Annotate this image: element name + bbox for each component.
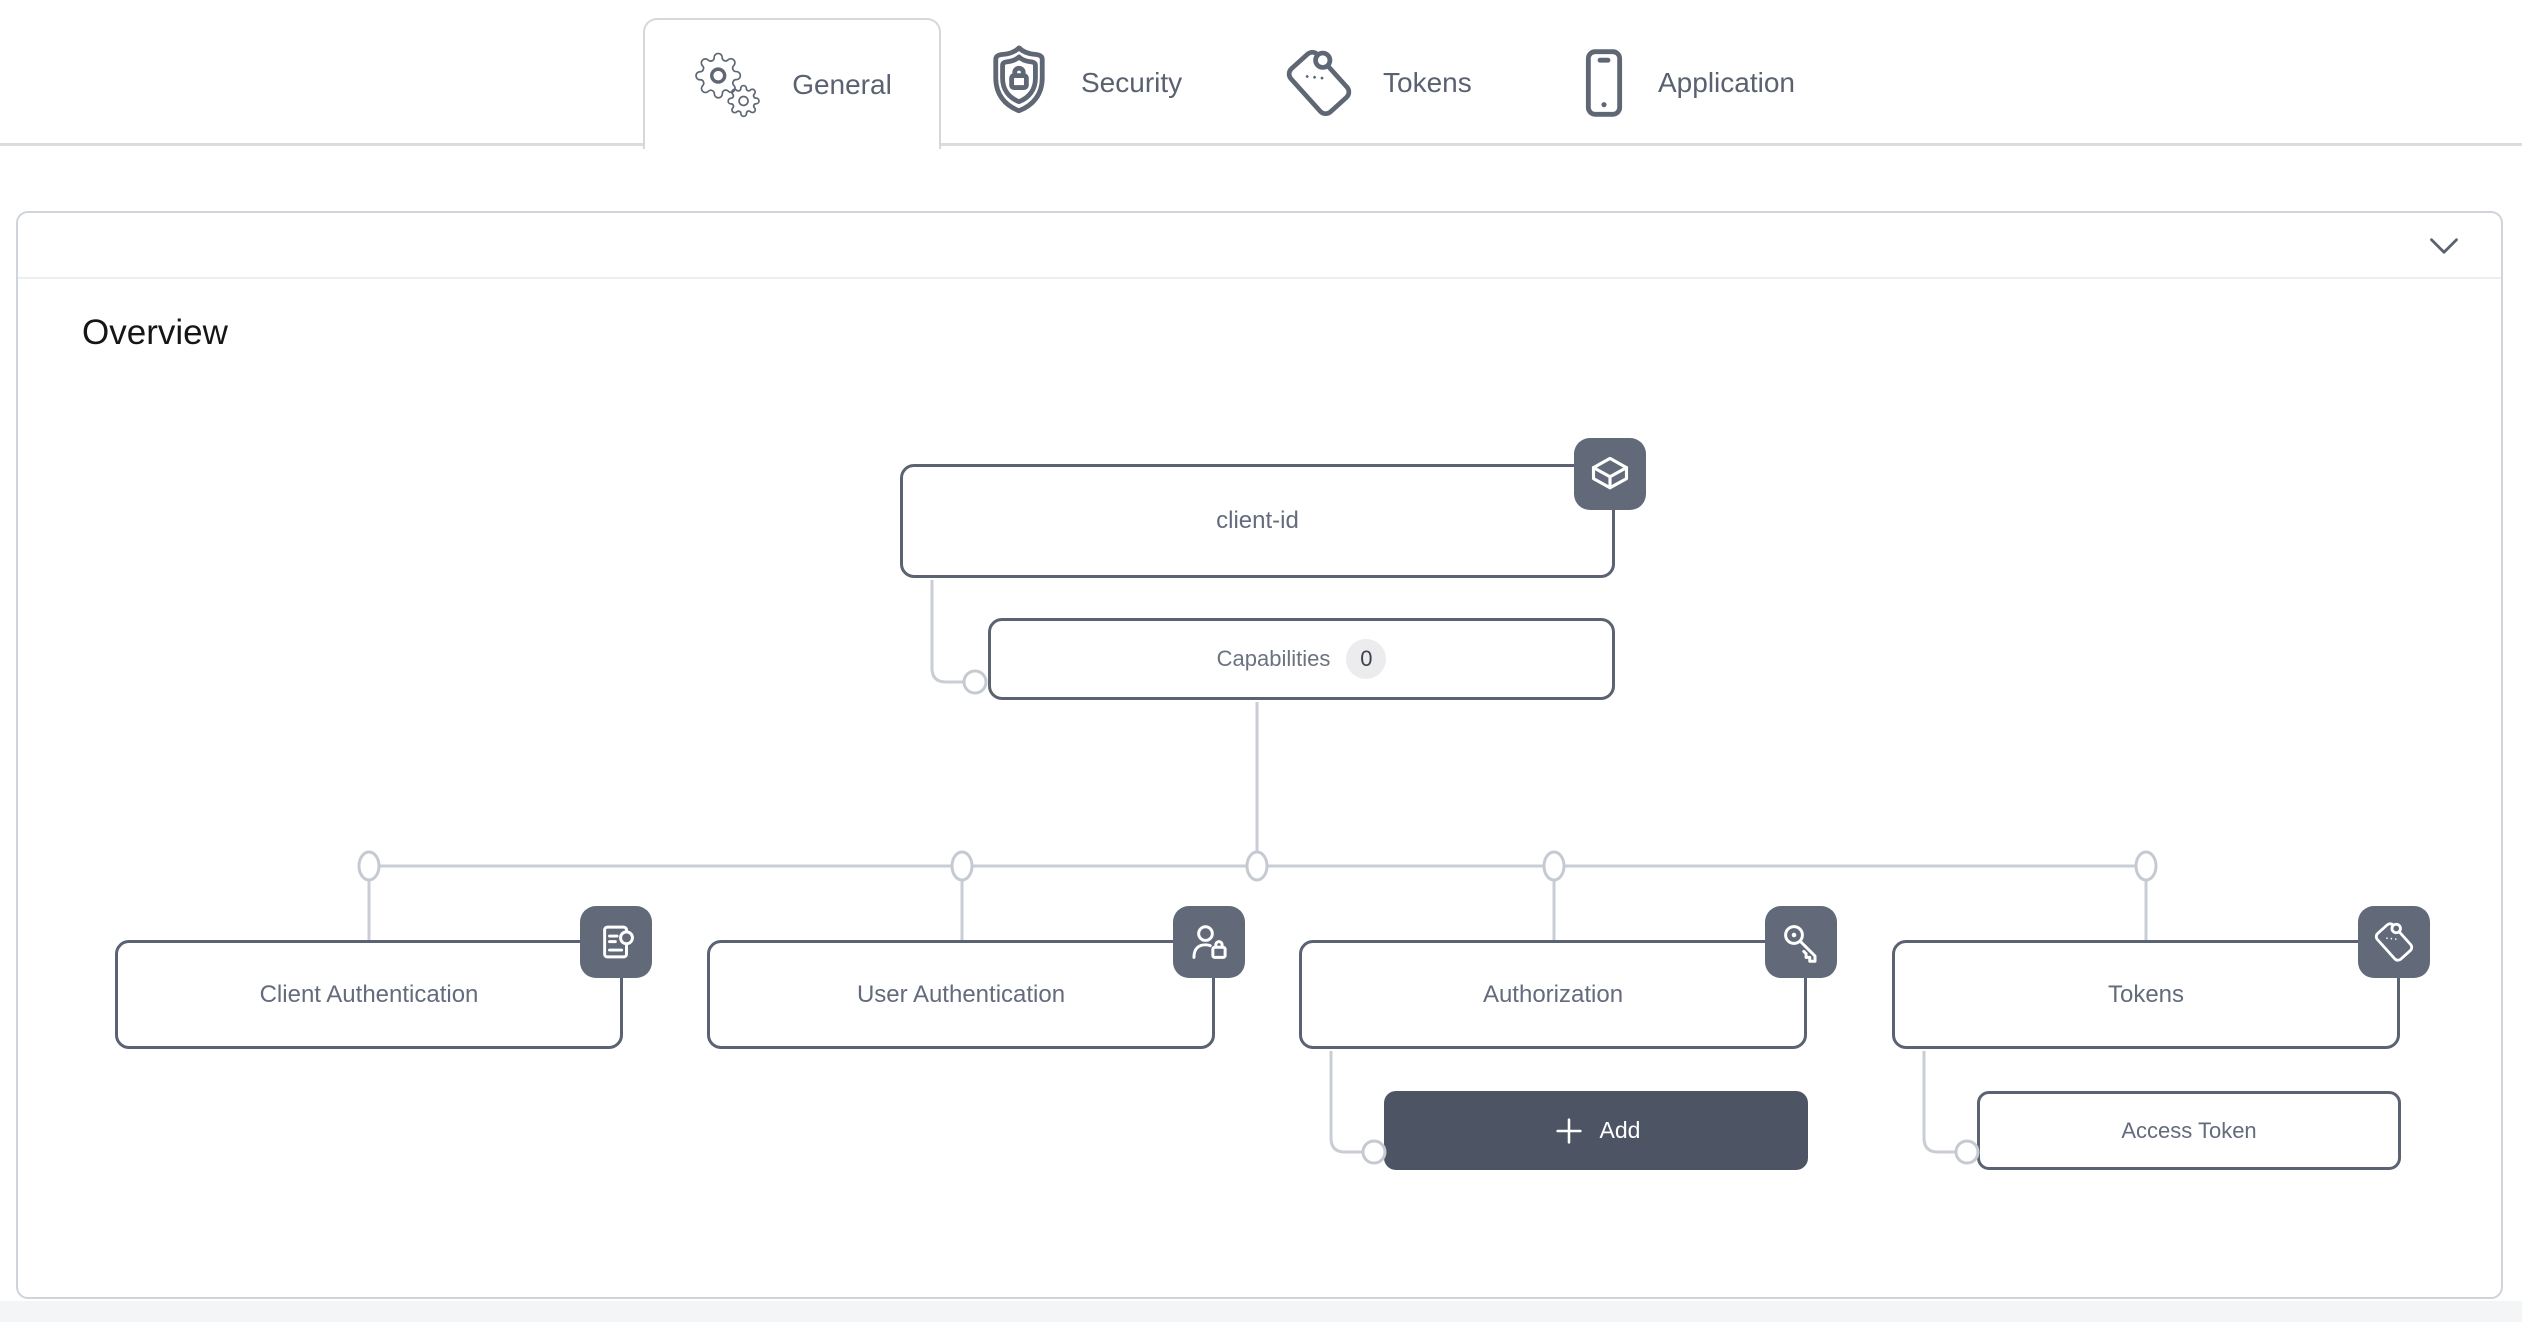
user-lock-icon [1173, 906, 1245, 978]
page-title: Overview [82, 313, 228, 352]
shield-lock-icon [985, 43, 1053, 123]
add-button-label: Add [1599, 1117, 1641, 1143]
node-client-id[interactable]: client-id [900, 464, 1615, 578]
node-tokens-label: Tokens [2107, 980, 2185, 1008]
tab-security-label: Security [1081, 66, 1183, 98]
node-client-id-label: client-id [1216, 507, 1299, 534]
ticket-icon [2358, 906, 2430, 978]
tab-general[interactable]: General [643, 18, 941, 149]
node-client-authentication[interactable]: Client Authentication [115, 940, 623, 1049]
node-user-authentication-label: User Authentication [856, 980, 1066, 1008]
add-button[interactable]: Add [1384, 1091, 1808, 1170]
node-capabilities[interactable]: Capabilities 0 [988, 618, 1615, 700]
chevron-down-icon[interactable] [2427, 231, 2461, 261]
ticket-icon [1283, 44, 1355, 122]
node-access-token[interactable]: Access Token [1977, 1091, 2401, 1170]
node-tokens[interactable]: Tokens [1892, 940, 2400, 1049]
node-user-authentication[interactable]: User Authentication [707, 940, 1215, 1049]
overview-panel: Overview client-id [16, 211, 2503, 1299]
tab-application[interactable]: Application [1578, 18, 1795, 147]
node-authorization[interactable]: Authorization [1299, 940, 1807, 1049]
smartphone-icon [1578, 46, 1630, 120]
node-access-token-label: Access Token [2121, 1117, 2257, 1143]
capabilities-count-badge: 0 [1346, 639, 1387, 679]
page-background-strip [0, 1301, 2522, 1322]
tab-application-label: Application [1658, 66, 1795, 98]
tab-general-label: General [792, 68, 892, 100]
panel-header [18, 213, 2501, 279]
id-card-icon [580, 906, 652, 978]
tab-tokens-label: Tokens [1383, 66, 1472, 98]
capabilities-label: Capabilities [1216, 646, 1331, 671]
node-authorization-label: Authorization [1482, 980, 1624, 1008]
tab-security[interactable]: Security [985, 18, 1182, 147]
key-icon [1765, 906, 1837, 978]
cube-icon [1574, 438, 1646, 510]
tab-tokens[interactable]: Tokens [1283, 18, 1472, 147]
node-client-authentication-label: Client Authentication [259, 980, 479, 1008]
gears-icon [692, 50, 766, 120]
plus-icon [1552, 1114, 1586, 1148]
tabbar-divider [0, 143, 2522, 146]
